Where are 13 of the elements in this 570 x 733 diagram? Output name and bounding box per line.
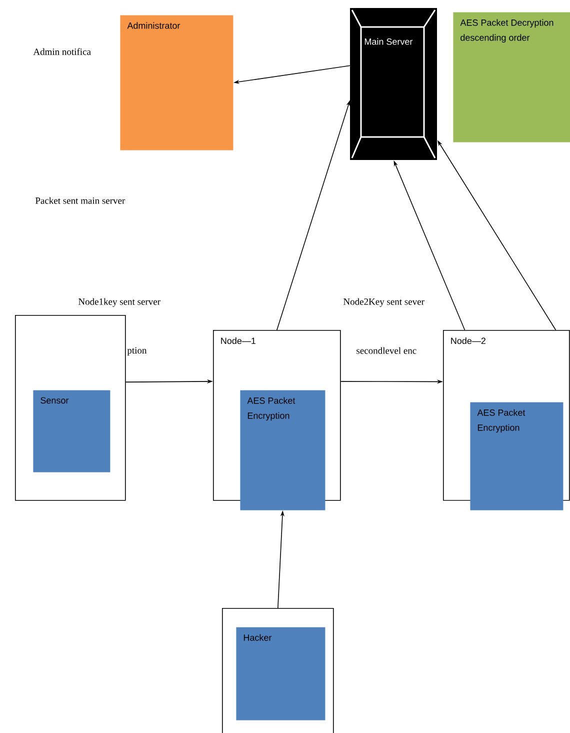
note-label: Node1key sent server [78,298,160,307]
hacker-box: Hacker [236,627,326,720]
encryption-box: AES Packet Encryption [240,390,326,510]
encryption-box: AES Packet Encryption [470,402,564,510]
sensor-box: Sensor [33,390,110,472]
note-label: Node2Key sent sever [343,298,424,307]
note-label: secondlevel enc [356,347,416,354]
note-label: Admin notifica [33,48,91,55]
server-box: Main Server [350,8,437,160]
note-label: Packet sent main server [35,197,126,204]
note-box: AES Packet Decryption descending order [453,12,570,142]
note-label: ption [127,347,147,356]
administrator-box: Administrator [120,15,234,150]
